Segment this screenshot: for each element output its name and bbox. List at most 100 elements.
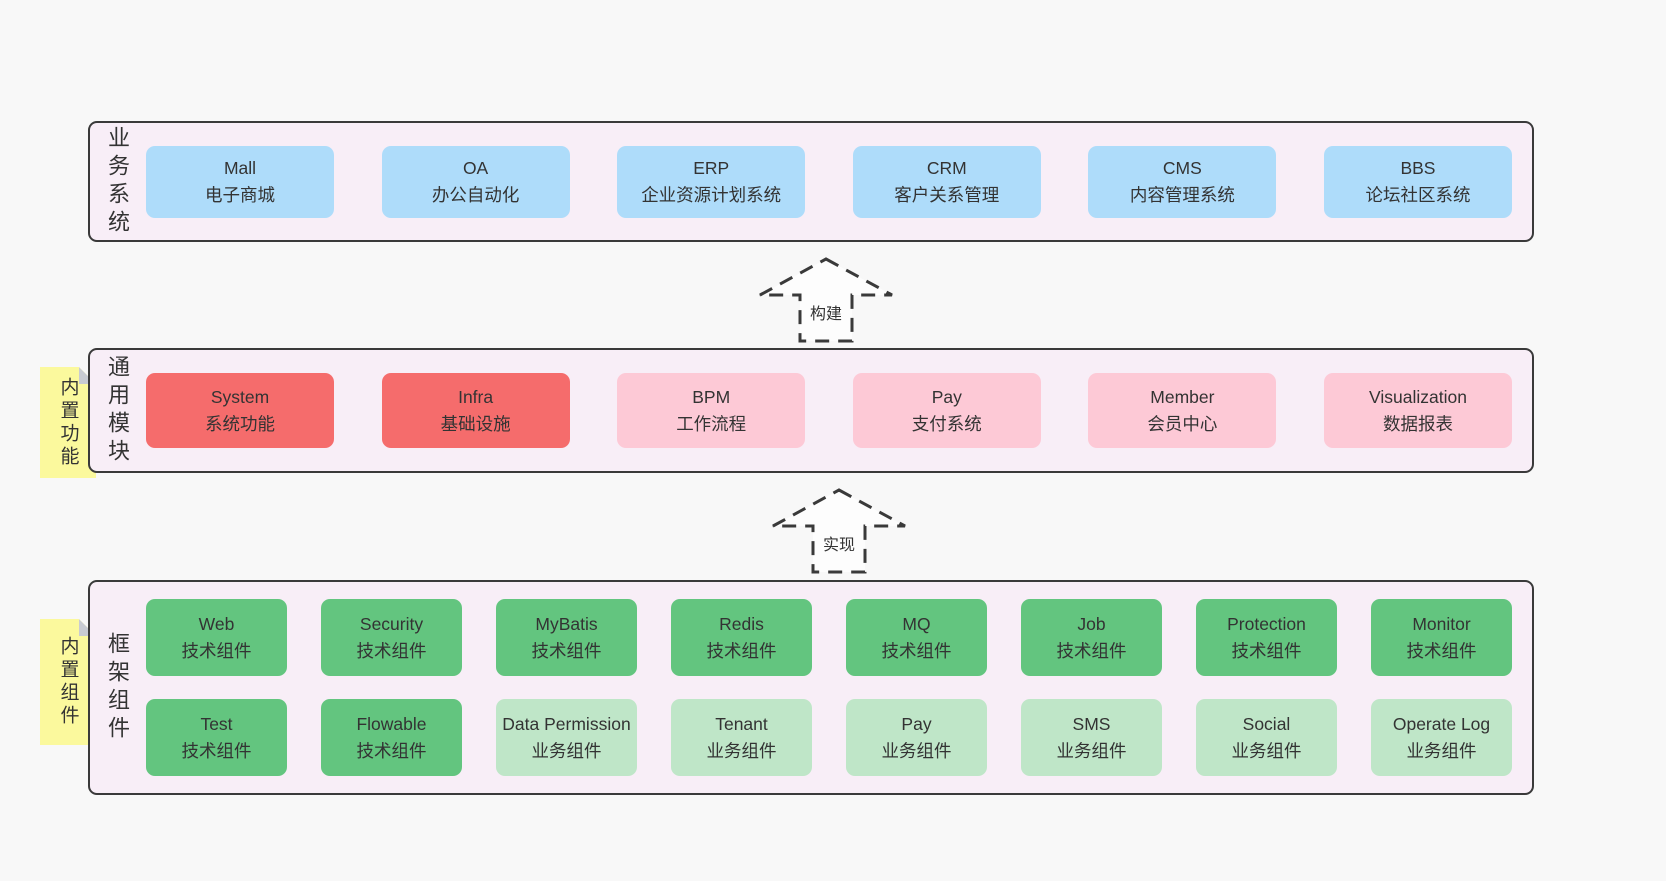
up-arrow-icon xyxy=(772,488,906,574)
layer-framework-components: 框架组件 Web 技术组件 Security 技术组件 MyBatis 技术组件… xyxy=(88,580,1534,795)
build-arrow: 构建 xyxy=(757,256,895,344)
build-arrow-label: 构建 xyxy=(809,306,842,323)
node-subtitle: 技术组件 xyxy=(356,740,427,761)
node-subtitle: 系统功能 xyxy=(205,413,275,434)
node-subtitle: 论坛社区系统 xyxy=(1365,184,1471,205)
node-title: MQ xyxy=(902,614,931,635)
node-system: System 系统功能 xyxy=(146,373,334,448)
node-subtitle: 数据报表 xyxy=(1382,413,1453,434)
sticky-note-text: 内置组件 xyxy=(57,636,79,728)
node-subtitle: 业务组件 xyxy=(706,740,777,761)
node-title: Social xyxy=(1242,714,1291,735)
node-subtitle: 内容管理系统 xyxy=(1129,184,1235,205)
node-subtitle: 技术组件 xyxy=(1406,640,1477,661)
node-infra: Infra 基础设施 xyxy=(381,373,570,448)
node-title: MyBatis xyxy=(535,614,598,635)
node-title: Monitor xyxy=(1412,614,1471,635)
node-subtitle: 业务组件 xyxy=(1056,740,1127,761)
node-subtitle: 技术组件 xyxy=(1056,640,1127,661)
node-job: Job 技术组件 xyxy=(1021,599,1162,676)
node-subtitle: 客户关系管理 xyxy=(894,184,1000,205)
node-title: Tenant xyxy=(715,714,768,735)
modules-row: System 系统功能 Infra 基础设施 BPM 工作流程 Pay 支付系统… xyxy=(146,373,1512,448)
node-test: Test 技术组件 xyxy=(146,699,287,776)
node-pay-system: Pay 支付系统 xyxy=(852,373,1041,448)
node-pay-component: Pay 业务组件 xyxy=(846,699,987,776)
node-subtitle: 会员中心 xyxy=(1147,413,1218,434)
components-row-2: Test 技术组件 Flowable 技术组件 Data Permission … xyxy=(146,699,1512,776)
node-redis: Redis 技术组件 xyxy=(671,599,812,676)
node-visualization: Visualization 数据报表 xyxy=(1323,373,1512,448)
node-title: Mall xyxy=(223,158,257,179)
node-social: Social 业务组件 xyxy=(1196,699,1337,776)
node-title: ERP xyxy=(693,158,730,179)
node-tenant: Tenant 业务组件 xyxy=(671,699,812,776)
node-subtitle: 办公自动化 xyxy=(431,184,520,205)
node-subtitle: 业务组件 xyxy=(881,740,952,761)
node-title: Pay xyxy=(901,714,932,735)
implement-arrow: 实现 xyxy=(770,487,908,575)
node-title: Protection xyxy=(1227,614,1306,635)
layer-side-label: 业务系统 xyxy=(105,125,130,238)
node-title: Pay xyxy=(931,387,962,408)
node-subtitle: 技术组件 xyxy=(181,740,252,761)
node-subtitle: 技术组件 xyxy=(531,640,602,661)
node-subtitle: 技术组件 xyxy=(706,640,777,661)
sticky-note-built-in-features: 内置功能 xyxy=(40,367,96,478)
node-title: Redis xyxy=(719,614,764,635)
layer-side-label: 框架组件 xyxy=(105,631,130,744)
components-row-1: Web 技术组件 Security 技术组件 MyBatis 技术组件 Redi… xyxy=(146,599,1512,676)
node-title: BPM xyxy=(692,387,731,408)
node-mybatis: MyBatis 技术组件 xyxy=(496,599,637,676)
up-arrow-icon xyxy=(759,257,893,343)
layer-side-label: 通用模块 xyxy=(105,354,130,467)
node-title: Operate Log xyxy=(1392,714,1491,735)
node-mall: Mall 电子商城 xyxy=(146,145,334,218)
node-bpm: BPM 工作流程 xyxy=(617,373,806,448)
node-subtitle: 工作流程 xyxy=(676,413,747,434)
node-erp: ERP 企业资源计划系统 xyxy=(617,145,806,218)
node-flowable: Flowable 技术组件 xyxy=(321,699,462,776)
node-subtitle: 技术组件 xyxy=(1231,640,1302,661)
node-subtitle: 电子商城 xyxy=(205,184,275,205)
node-title: Job xyxy=(1077,614,1106,635)
node-bbs: BBS 论坛社区系统 xyxy=(1323,145,1512,218)
node-subtitle: 业务组件 xyxy=(1406,740,1477,761)
sticky-note-built-in-components: 内置组件 xyxy=(40,619,96,745)
node-web: Web 技术组件 xyxy=(146,599,287,676)
node-sms: SMS 业务组件 xyxy=(1021,699,1162,776)
node-title: CMS xyxy=(1162,158,1202,179)
implement-arrow-label: 实现 xyxy=(822,537,855,554)
node-oa: OA 办公自动化 xyxy=(381,145,570,218)
node-title: Test xyxy=(200,714,233,735)
node-security: Security 技术组件 xyxy=(321,599,462,676)
node-crm: CRM 客户关系管理 xyxy=(852,145,1041,218)
node-protection: Protection 技术组件 xyxy=(1196,599,1337,676)
node-monitor: Monitor 技术组件 xyxy=(1371,599,1512,676)
layer-business-systems: 业务系统 Mall 电子商城 OA 办公自动化 ERP 企业资源计划系统 CRM… xyxy=(88,121,1534,242)
node-title: Security xyxy=(359,614,424,635)
node-operate-log: Operate Log 业务组件 xyxy=(1371,699,1512,776)
node-subtitle: 企业资源计划系统 xyxy=(641,184,782,205)
node-title: Visualization xyxy=(1369,387,1467,408)
node-title: Web xyxy=(198,614,235,635)
business-row: Mall 电子商城 OA 办公自动化 ERP 企业资源计划系统 CRM 客户关系… xyxy=(146,145,1512,218)
node-cms: CMS 内容管理系统 xyxy=(1088,145,1277,218)
node-data-permission: Data Permission 业务组件 xyxy=(496,699,637,776)
node-subtitle: 技术组件 xyxy=(181,640,252,661)
node-subtitle: 技术组件 xyxy=(881,640,952,661)
sticky-note-text: 内置功能 xyxy=(57,376,79,469)
node-subtitle: 业务组件 xyxy=(1231,740,1302,761)
node-title: SMS xyxy=(1072,714,1111,735)
node-title: Flowable xyxy=(356,714,427,735)
layer-common-modules: 通用模块 System 系统功能 Infra 基础设施 BPM 工作流程 Pay… xyxy=(88,348,1534,473)
node-subtitle: 技术组件 xyxy=(356,640,427,661)
node-title: Data Permission xyxy=(502,714,631,735)
node-title: System xyxy=(210,387,270,408)
node-subtitle: 业务组件 xyxy=(531,740,602,761)
node-subtitle: 基础设施 xyxy=(440,413,511,434)
node-title: CRM xyxy=(926,158,967,179)
node-title: BBS xyxy=(1400,158,1436,179)
node-mq: MQ 技术组件 xyxy=(846,599,987,676)
node-title: Infra xyxy=(458,387,494,408)
